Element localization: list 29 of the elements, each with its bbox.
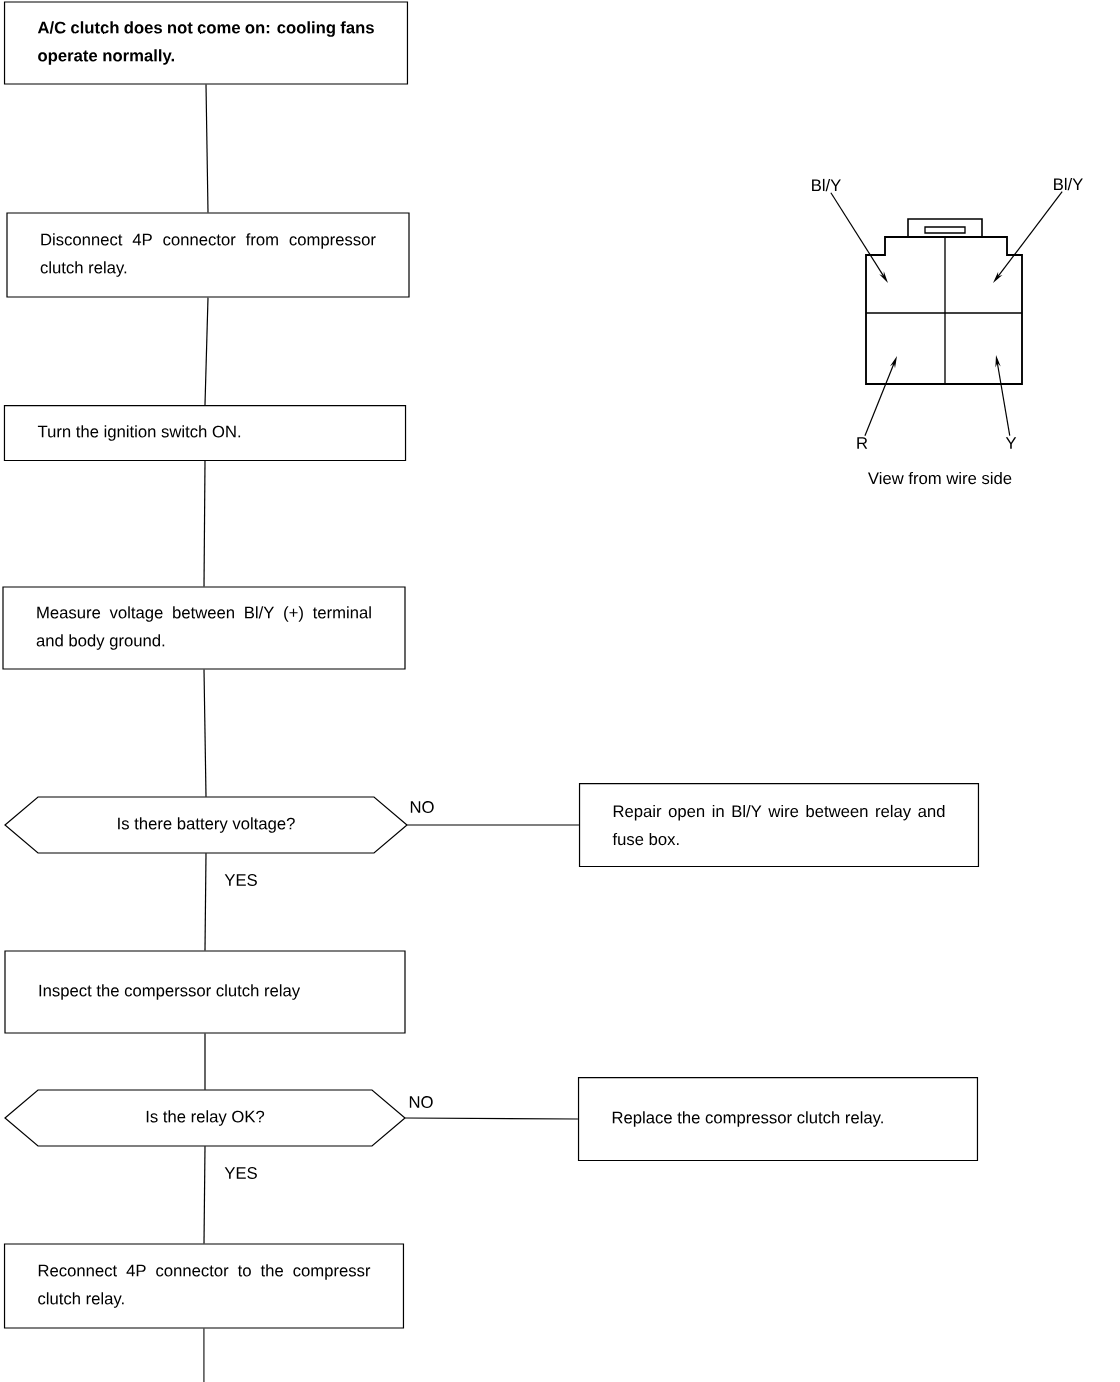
connector-line <box>205 84 209 213</box>
connector-line <box>404 1117 579 1120</box>
wire-label: Bl/Y <box>812 178 841 192</box>
process-box: Disconnect 4P connector from compressor clutch relay. <box>6 212 410 298</box>
wire-label: Bl/Y <box>1054 177 1083 191</box>
wire-label: R <box>857 437 868 449</box>
connector-line <box>204 1033 206 1091</box>
edge-label: NO <box>407 1094 435 1110</box>
edge-label: NO <box>408 799 436 815</box>
process-box: Reconnect 4P connector to the compressr clutch relay. <box>3 1243 405 1329</box>
edge-label: YES <box>223 1165 259 1181</box>
process-box: A/C clutch does not come on: cooling fans operate normally. <box>3 1 409 85</box>
connector-line <box>204 297 209 406</box>
process-box: Inspect the comperssor clutch relay <box>4 950 406 1034</box>
connector-line <box>203 1328 205 1382</box>
process-box: Repair open in Bl/Y wire between relay and fuse box. <box>578 782 980 868</box>
connector-line <box>203 669 207 798</box>
wire-label: Y <box>1005 437 1017 449</box>
connector-line <box>203 1145 206 1244</box>
edge-label: YES <box>223 872 259 888</box>
process-box: Measure voltage between Bl/Y (+) terminal and body ground. <box>2 586 406 670</box>
decision-hexagon: Is there battery voltage? <box>4 796 408 854</box>
process-box: Replace the compressor clutch relay. <box>577 1076 979 1162</box>
decision-hexagon: Is the relay OK? <box>4 1089 406 1147</box>
caption: View from wire side <box>868 471 1012 485</box>
process-box: Turn the ignition switch ON. <box>3 404 407 462</box>
connector-line <box>204 852 207 951</box>
connector-line <box>203 460 206 587</box>
connector-line <box>406 824 580 826</box>
